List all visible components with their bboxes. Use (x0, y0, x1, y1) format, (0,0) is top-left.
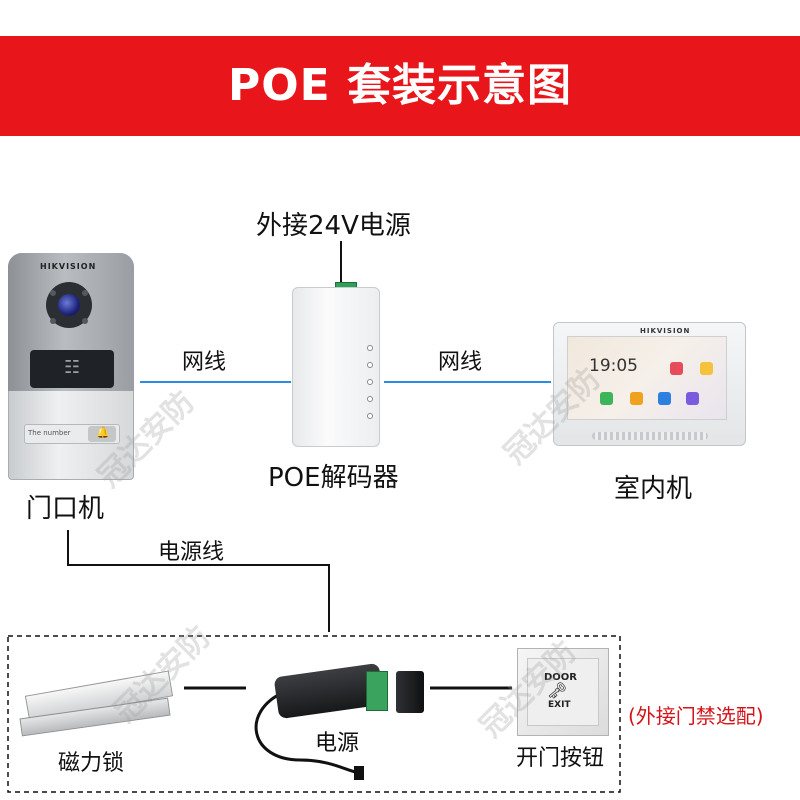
power-supply-terminal (366, 671, 388, 711)
door-station-label: 门口机 (26, 488, 104, 525)
indoor-unit-brand: HIKVISION (640, 327, 690, 335)
call-button-label: The number (28, 429, 71, 437)
power-plug-icon (354, 766, 364, 780)
speaker-grille (592, 432, 708, 440)
exit-button-label: 开门按钮 (516, 740, 604, 772)
magnetic-lock-label: 磁力锁 (58, 745, 124, 777)
alarm-app-icon (670, 362, 683, 375)
power-supply-label: 电源 (315, 725, 359, 757)
power-cable-label: 电源线 (158, 534, 224, 566)
ir-led-icon (50, 318, 56, 324)
port-indicator-icon (367, 413, 373, 419)
indoor-unit-label: 室内机 (614, 468, 692, 505)
weather-app-icon (700, 362, 713, 375)
door-station-brand: HIKVISION (40, 262, 96, 271)
decoder-label: POE解码器 (268, 457, 399, 494)
ir-led-icon (82, 290, 88, 296)
camera-lens-icon (58, 294, 80, 316)
screen-clock: 19:05 (589, 356, 638, 376)
network-label-right: 网线 (438, 344, 482, 376)
optional-access-control-note: (外接门禁选配) (628, 700, 764, 729)
network-label-left: 网线 (182, 344, 226, 376)
external-power-label: 外接24V电源 (256, 205, 411, 242)
port-indicator-icon (367, 362, 373, 368)
port-indicator-icon (367, 379, 373, 385)
ir-led-icon (50, 290, 56, 296)
settings-app-icon (658, 392, 671, 405)
more-app-icon (686, 392, 699, 405)
port-indicator-icon (367, 345, 373, 351)
lock-connector-block (396, 671, 424, 713)
ir-led-icon (82, 318, 88, 324)
port-indicator-icon (367, 396, 373, 402)
card-reader-icon: ☷ (64, 357, 80, 378)
message-app-icon (630, 392, 643, 405)
bell-icon: 🔔 (96, 426, 110, 439)
call-app-icon (600, 392, 613, 405)
exit-button-exit-text: EXIT (548, 700, 571, 710)
